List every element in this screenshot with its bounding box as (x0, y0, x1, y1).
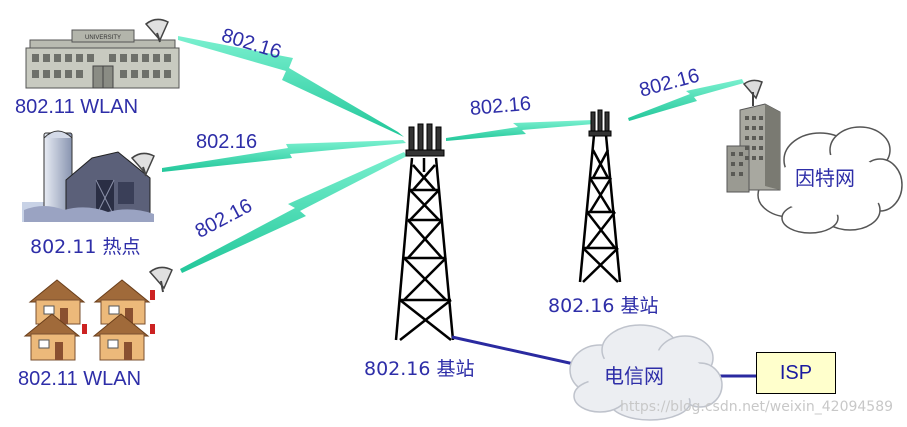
internet-cloud-label: 因特网 (795, 166, 855, 190)
internet-building-icon (726, 103, 781, 193)
main-tower-label: 802.16 基站 (364, 358, 475, 380)
wireless-link-farm (162, 140, 406, 172)
university-building-icon (25, 29, 180, 89)
link-label-farm: 802.16 (196, 131, 258, 153)
second-tower-icon (578, 134, 622, 283)
houses-icon (23, 279, 155, 361)
main-tower-icon (394, 157, 455, 341)
houses-wlan-label: 802.11 WLAN (18, 368, 142, 390)
wireless-link-university (178, 36, 404, 137)
farm-barn-icon (22, 130, 154, 222)
wireless-link-backhaul (446, 120, 594, 141)
second-tower-antenna-icon (588, 109, 612, 137)
university-sign: UNIVERSITY (85, 35, 121, 41)
isp-label: ISP (779, 361, 813, 384)
wireless-link-internet (628, 79, 744, 121)
telecom-cloud-label: 电信网 (604, 364, 664, 388)
watermark: https://blog.csdn.net/weixin_42094589 (620, 399, 894, 415)
houses-dish-icon (148, 266, 173, 293)
university-dish-icon (144, 18, 169, 43)
isp-box: ISP (756, 352, 836, 394)
farm-hotspot-label: 802.11 热点 (30, 236, 141, 258)
wireless-link-houses (180, 152, 407, 273)
second-tower-label: 802.16 基站 (548, 295, 659, 317)
university-wlan-label: 802.11 WLAN (15, 96, 139, 118)
internet-dish-icon (742, 79, 763, 106)
farm-dish-icon (130, 152, 155, 177)
main-tower-antenna-icon (405, 123, 445, 157)
tower-to-telecom-line (451, 335, 584, 368)
